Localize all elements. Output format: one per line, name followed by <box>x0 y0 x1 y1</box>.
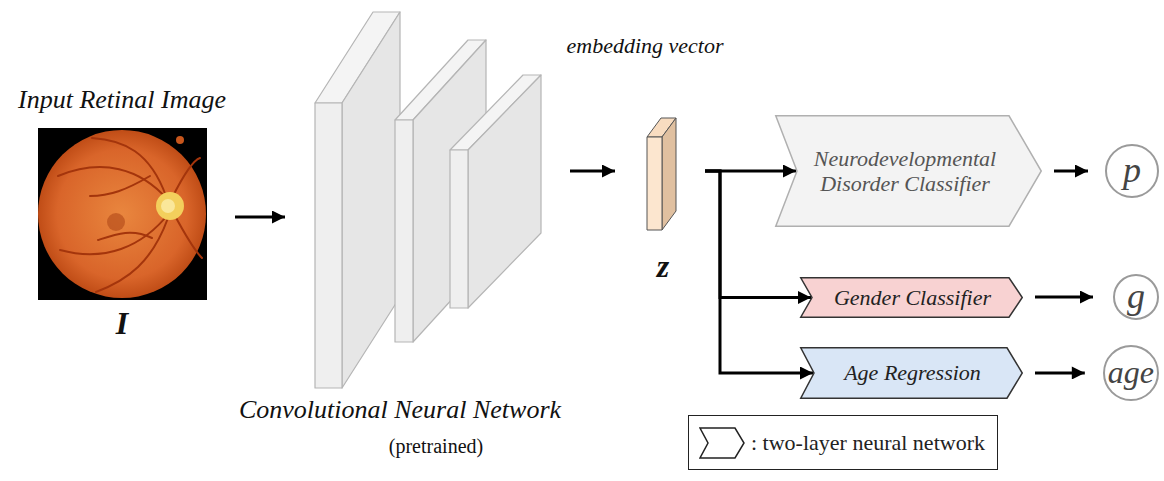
arrow-connector <box>1054 170 1088 173</box>
legend-chevron-sample <box>699 426 745 460</box>
arrow-connector <box>570 170 615 173</box>
arrow-connector <box>1035 371 1085 374</box>
output-symbol: age <box>1108 356 1154 388</box>
image-title: Input Retinal Image <box>18 85 226 115</box>
image-node: Input Retinal ImageI <box>38 128 207 300</box>
embedding-node: embedding vectorz <box>647 118 676 230</box>
retinal-image <box>38 128 207 300</box>
legend-box: : two-layer neural network <box>688 415 998 470</box>
chevron-shape <box>801 278 1023 318</box>
arrow-connector <box>235 216 285 219</box>
regression-label: Age Regression <box>844 360 981 385</box>
classifier-chevron: Gender Classifier <box>800 277 1023 318</box>
classifier-chevron: Neurodevelopmental Disorder Classifier <box>775 115 1042 227</box>
image-symbol: I <box>116 305 128 342</box>
output-circle: g <box>1113 274 1159 320</box>
cnn-note: (pretrained) <box>389 435 483 458</box>
chevron-shape <box>801 348 1023 399</box>
regression-chevron: Age Regression <box>800 347 1023 399</box>
arrow-connector <box>1035 296 1093 299</box>
embedding-box <box>647 118 676 230</box>
output-circle: age <box>1103 345 1159 401</box>
output-symbol: p <box>1123 152 1141 188</box>
embedding-symbol: z <box>657 248 669 285</box>
output-circle: p <box>1105 144 1159 198</box>
cnn-title: Convolutional Neural Network <box>239 395 561 425</box>
legend-text: : two-layer neural network <box>751 430 985 456</box>
classifier-label: Gender Classifier <box>834 285 991 310</box>
output-symbol: g <box>1127 278 1145 314</box>
cnn-layers <box>315 12 541 388</box>
classifier-label: Neurodevelopmental Disorder Classifier <box>807 146 1003 197</box>
cnn-node: Convolutional Neural Network(pretrained) <box>315 12 541 388</box>
chevron-shape <box>776 116 1042 227</box>
embedding-title: embedding vector <box>567 33 724 58</box>
